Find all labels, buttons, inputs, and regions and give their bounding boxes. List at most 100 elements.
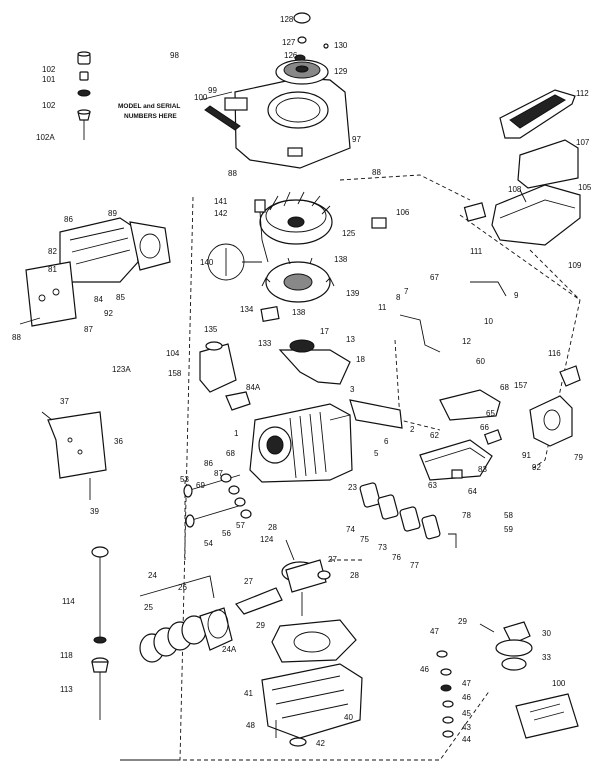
callout: 25 bbox=[144, 603, 153, 612]
callout: 30 bbox=[542, 629, 551, 638]
callout: 42 bbox=[316, 739, 325, 748]
callout: 76 bbox=[392, 553, 401, 562]
callout: 59 bbox=[504, 525, 513, 534]
callout: 98 bbox=[170, 51, 179, 60]
callout: 37 bbox=[60, 397, 69, 406]
part-callouts: 128 127 126 130 129 98 99 100 102 101 10… bbox=[12, 15, 592, 748]
callout: 107 bbox=[576, 138, 590, 147]
callout: 87 bbox=[214, 469, 223, 478]
callout: 17 bbox=[320, 327, 329, 336]
callout: 10 bbox=[484, 317, 493, 326]
callout: 57 bbox=[236, 521, 245, 530]
callout: 28 bbox=[350, 571, 359, 580]
callout: 88 bbox=[12, 333, 21, 342]
callout: 102 bbox=[42, 101, 56, 110]
callout: 3 bbox=[350, 385, 355, 394]
callout: 139 bbox=[346, 289, 360, 298]
callout: 92 bbox=[104, 309, 113, 318]
callout: 102 bbox=[42, 65, 56, 74]
callout: 11 bbox=[378, 303, 387, 312]
callout: 64 bbox=[468, 487, 477, 496]
model-serial-note-line1: MODEL and SERIAL bbox=[118, 103, 180, 110]
model-serial-note-line2: NUMBERS HERE bbox=[124, 113, 177, 120]
callout: 158 bbox=[168, 369, 182, 378]
callout: 142 bbox=[214, 209, 228, 218]
callout: 40 bbox=[344, 713, 353, 722]
callout: 109 bbox=[568, 261, 582, 270]
callout: 60 bbox=[476, 357, 485, 366]
valve-train bbox=[183, 473, 252, 528]
callout: 79 bbox=[574, 453, 583, 462]
ignition-parts-center bbox=[199, 306, 351, 411]
crankshaft bbox=[281, 539, 331, 616]
callout: 39 bbox=[90, 507, 99, 516]
flywheel bbox=[259, 191, 387, 245]
callout: 138 bbox=[334, 255, 348, 264]
dipstick-tube bbox=[91, 546, 109, 720]
callout: 47 bbox=[462, 679, 471, 688]
callout: 41 bbox=[244, 689, 253, 698]
parts-bag-100 bbox=[515, 693, 579, 739]
callout: 45 bbox=[462, 709, 471, 718]
callout: 128 bbox=[280, 15, 294, 24]
engine-sump bbox=[261, 619, 363, 747]
callout: 101 bbox=[42, 75, 56, 84]
callout: 27 bbox=[244, 577, 253, 586]
callout: 87 bbox=[84, 325, 93, 334]
callout: 114 bbox=[62, 597, 75, 606]
callout: 9 bbox=[514, 291, 519, 300]
callout: 33 bbox=[542, 653, 551, 662]
callout: 127 bbox=[282, 38, 296, 47]
callout: 112 bbox=[576, 89, 589, 98]
callout: 88 bbox=[372, 168, 381, 177]
callout: 86 bbox=[64, 215, 73, 224]
blower-housing bbox=[204, 77, 351, 169]
callout: 7 bbox=[404, 287, 409, 296]
callout: 141 bbox=[214, 197, 228, 206]
callout: 91 bbox=[522, 451, 531, 460]
valve-cap-group bbox=[77, 51, 91, 140]
callout: 135 bbox=[204, 325, 218, 334]
callout: 81 bbox=[48, 265, 57, 274]
callout: 29 bbox=[458, 617, 467, 626]
callout: 125 bbox=[342, 229, 356, 238]
callout: 126 bbox=[284, 51, 298, 60]
callout: 66 bbox=[480, 423, 489, 432]
fasteners-column bbox=[436, 650, 454, 738]
callout: 85 bbox=[116, 293, 125, 302]
callout: 43 bbox=[462, 723, 471, 732]
callout: 56 bbox=[222, 529, 231, 538]
callout: 27 bbox=[328, 555, 337, 564]
callout: 129 bbox=[334, 67, 348, 76]
callout: 78 bbox=[462, 511, 471, 520]
callout: 12 bbox=[462, 337, 471, 346]
callout: 104 bbox=[166, 349, 180, 358]
callout: 23 bbox=[348, 483, 357, 492]
callout: 82 bbox=[48, 247, 57, 256]
callout: 68 bbox=[226, 449, 235, 458]
callout: 157 bbox=[514, 381, 528, 390]
callout: 124 bbox=[260, 535, 274, 544]
callout: 18 bbox=[356, 355, 365, 364]
callout: 62 bbox=[430, 431, 439, 440]
callout: 65 bbox=[486, 409, 495, 418]
callout: 1 bbox=[234, 429, 239, 438]
fuel-cap-parts bbox=[479, 621, 533, 671]
callout: 48 bbox=[246, 721, 255, 730]
gaskets bbox=[359, 482, 457, 548]
callout: 29 bbox=[256, 621, 265, 630]
callout: 100 bbox=[194, 93, 208, 102]
callout: 2 bbox=[410, 425, 415, 434]
callout: 46 bbox=[420, 665, 429, 674]
callout: 44 bbox=[462, 735, 471, 744]
callout: 67 bbox=[430, 273, 439, 282]
callout: 83 bbox=[478, 465, 487, 474]
callout: 63 bbox=[428, 481, 437, 490]
callout: 123A bbox=[112, 365, 131, 374]
rewind-starter bbox=[275, 12, 329, 85]
callout: 69 bbox=[196, 481, 205, 490]
callout: 26 bbox=[178, 583, 187, 592]
engine-block bbox=[249, 399, 403, 483]
